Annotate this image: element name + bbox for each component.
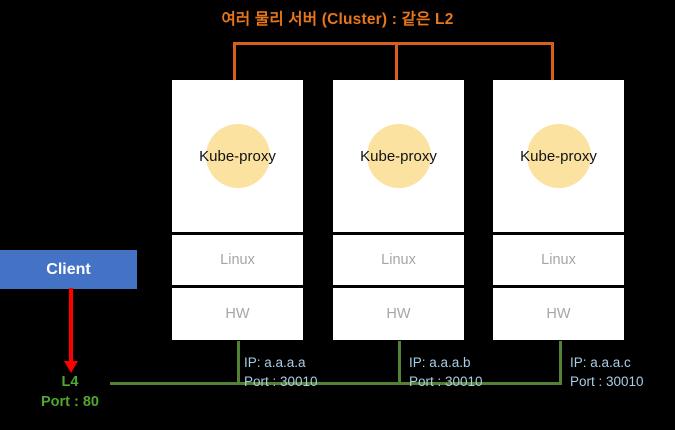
server-2-os-label: Linux (381, 252, 416, 268)
cluster-bracket-drop-3 (551, 42, 554, 80)
server-2-port: Port : 30010 (409, 374, 483, 389)
kube-proxy-circle-icon (205, 124, 270, 188)
server-3-network-drop (559, 341, 562, 385)
client-to-l4-arrow-line (69, 288, 73, 364)
server-3-endpoint-label: IP: a.a.a.c Port : 30010 (570, 353, 644, 391)
server-1-os-label: Linux (220, 252, 255, 268)
cluster-bracket-drop-2 (395, 42, 398, 80)
client-to-l4-arrow-head (64, 361, 78, 373)
server-1-ip: IP: a.a.a.a (244, 355, 306, 370)
server-3-hw-label: HW (546, 306, 571, 322)
client-label: Client (46, 260, 91, 278)
server-2-network-drop (398, 341, 401, 385)
l4-label: L4 Port : 80 (0, 372, 140, 412)
diagram-title: 여러 물리 서버 (Cluster) : 같은 L2 (221, 11, 454, 28)
l4-name: L4 (61, 374, 79, 390)
server-3-proxy-label: Kube-proxy (520, 147, 597, 165)
server-1-endpoint-label: IP: a.a.a.a Port : 30010 (244, 353, 318, 391)
kube-proxy-circle-icon (366, 124, 431, 188)
client-box: Client (0, 250, 137, 289)
server-1-network-drop (237, 341, 240, 385)
server-2-proxy-label: Kube-proxy (360, 147, 437, 165)
cluster-bracket-horizontal (233, 42, 554, 45)
server-3-hw-section: HW (493, 288, 624, 340)
server-3-os-label: Linux (541, 252, 576, 268)
server-3-ip: IP: a.a.a.c (570, 355, 631, 370)
server-1-hw-section: HW (172, 288, 303, 340)
kube-proxy-circle-icon (526, 124, 591, 188)
server-2-proxy-section: Kube-proxy (333, 80, 464, 232)
l4-port: Port : 80 (40, 394, 99, 410)
server-3-port: Port : 30010 (570, 374, 644, 389)
server-2-os-section: Linux (333, 235, 464, 285)
l2-network-line (110, 382, 562, 385)
server-1-port: Port : 30010 (244, 374, 318, 389)
server-2-ip: IP: a.a.a.b (409, 355, 471, 370)
server-1-proxy-section: Kube-proxy (172, 80, 303, 232)
server-1-proxy-label: Kube-proxy (199, 147, 276, 165)
server-2-endpoint-label: IP: a.a.a.b Port : 30010 (409, 353, 483, 391)
cluster-bracket-drop-1 (233, 42, 236, 80)
server-3-proxy-section: Kube-proxy (493, 80, 624, 232)
server-2-hw-label: HW (386, 306, 411, 322)
server-1-os-section: Linux (172, 235, 303, 285)
server-1-hw-label: HW (225, 306, 250, 322)
server-2-hw-section: HW (333, 288, 464, 340)
server-3-os-section: Linux (493, 235, 624, 285)
